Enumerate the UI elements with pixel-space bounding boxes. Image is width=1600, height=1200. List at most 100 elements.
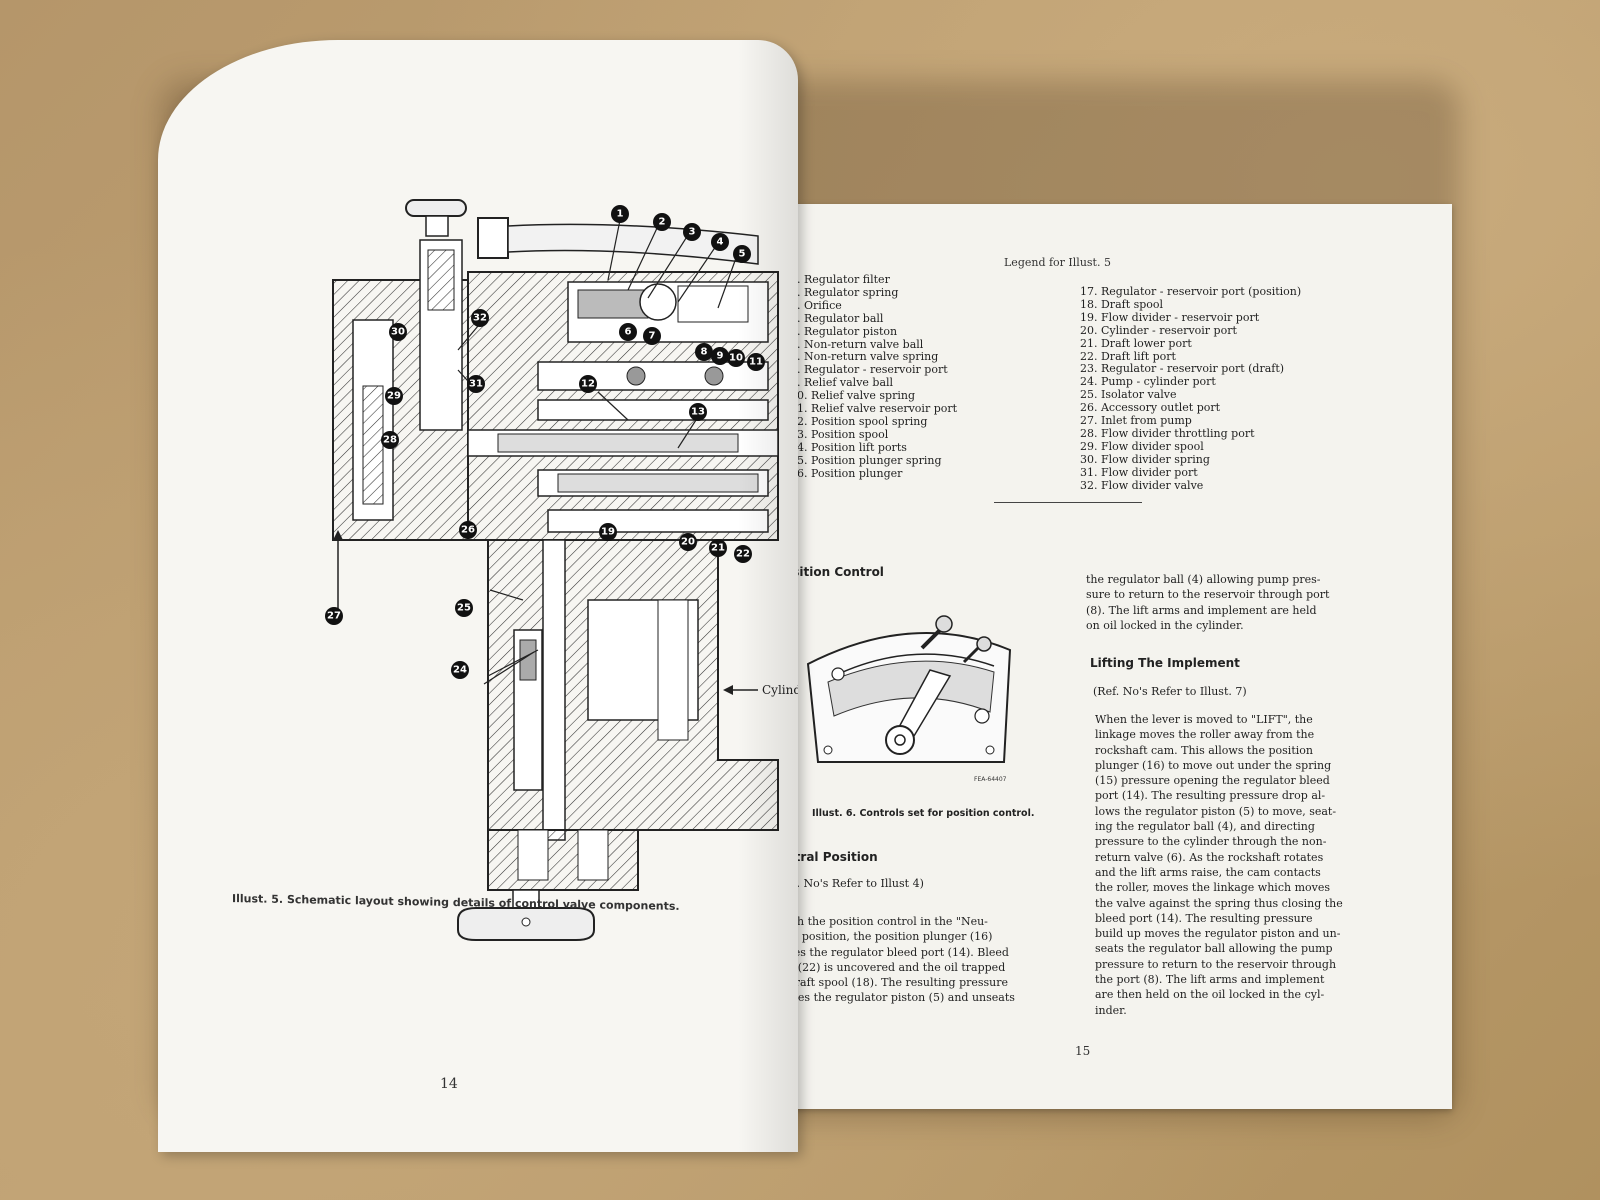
paragraph-line: the port (8). The lift arms and implemen… <box>1095 973 1325 987</box>
svg-text:26: 26 <box>461 525 475 536</box>
svg-text:7: 7 <box>649 331 656 342</box>
legend-item: 6. Non-return valve ball <box>790 337 924 351</box>
callout-8: 8 <box>695 343 713 361</box>
callout-10: 10 <box>727 349 745 367</box>
callout-20: 20 <box>679 533 697 551</box>
legend-item: 23. Regulator - reservoir port (draft) <box>1080 362 1285 376</box>
callout-25: 25 <box>455 599 473 617</box>
paragraph-line: When the lever is moved to "LIFT", the <box>1095 713 1313 726</box>
lifting-ref: (Ref. No's Refer to Illust. 7) <box>1093 685 1247 698</box>
paragraph-line: on oil locked in the cylinder. <box>1086 618 1244 632</box>
paragraph-line: noves the regulator piston (5) and unsea… <box>778 991 1015 1005</box>
paragraph-line: pressure to return to the reservoir thro… <box>1095 957 1337 971</box>
right-column-top-paragraph: the regulator ball (4) allowing pump pre… <box>1086 572 1329 633</box>
svg-text:2: 2 <box>659 217 666 228</box>
svg-text:24: 24 <box>453 665 467 676</box>
figure-code: FEA-64407 <box>974 776 1007 783</box>
paragraph-line: build up moves the regulator piston and … <box>1095 927 1341 941</box>
legend-item: 9. Relief valve ball <box>790 376 894 390</box>
svg-text:6: 6 <box>625 327 632 338</box>
callout-7: 7 <box>643 327 661 345</box>
legend-item: 10. Relief valve spring <box>790 389 915 403</box>
svg-text:31: 31 <box>469 379 483 390</box>
paragraph-line: the regulator ball (4) allowing pump pre… <box>1086 573 1321 586</box>
legend-item: 28. Flow divider throttling port <box>1080 426 1255 440</box>
lifting-implement-heading: Lifting The Implement <box>1090 656 1240 670</box>
paragraph-line: port (14). The resulting pressure drop a… <box>1095 789 1326 803</box>
svg-text:22: 22 <box>736 549 750 560</box>
svg-text:25: 25 <box>457 603 471 614</box>
legend-item: 22. Draft lift port <box>1080 349 1176 363</box>
callout-2: 2 <box>653 213 671 231</box>
legend-right-column: 17. Regulator - reservoir port (position… <box>1080 285 1301 493</box>
callout-19: 19 <box>599 523 617 541</box>
svg-text:28: 28 <box>383 435 397 446</box>
callout-5: 5 <box>733 245 751 263</box>
paragraph-line: ral" position, the position plunger (16) <box>778 930 993 944</box>
legend-item: 26. Accessory outlet port <box>1080 401 1221 415</box>
callout-12: 12 <box>579 375 597 393</box>
legend-item: 21. Draft lower port <box>1080 336 1192 350</box>
svg-text:32: 32 <box>473 313 487 324</box>
paragraph-line: inder. <box>1095 1003 1127 1017</box>
svg-text:3: 3 <box>689 227 696 238</box>
legend-item: 31. Flow divider port <box>1080 465 1198 479</box>
left-page: Cylinder 1234567891011121319202122242526… <box>158 40 798 1152</box>
paragraph-line: the roller, moves the linkage which move… <box>1095 881 1330 895</box>
legend-item: 2. Regulator spring <box>790 285 899 299</box>
paragraph-line: linkage moves the roller away from the <box>1095 728 1315 742</box>
callout-30: 30 <box>389 323 407 341</box>
legend-item: 1. Regulator filter <box>790 273 890 286</box>
controls-illustration <box>806 615 1012 763</box>
legend-item: 7. Non-return valve spring <box>790 350 939 364</box>
paragraph-line: ing the regulator ball (4), and directin… <box>1095 820 1315 834</box>
callout-11: 11 <box>747 353 765 371</box>
callout-6: 6 <box>619 323 637 341</box>
page-number-left: 14 <box>440 1076 458 1092</box>
legend-item: 24. Pump - cylinder port <box>1080 375 1216 389</box>
neutral-paragraph: With the position control in the "Neu-ra… <box>778 914 1015 1006</box>
svg-text:5: 5 <box>739 249 746 260</box>
legend-item: 32. Flow divider valve <box>1080 478 1204 492</box>
svg-text:30: 30 <box>391 327 405 338</box>
legend-title: Legend for Illust. 5 <box>1004 256 1111 269</box>
legend-item: 15. Position plunger spring <box>790 453 942 467</box>
paragraph-line: are then held on the oil locked in the c… <box>1095 988 1325 1002</box>
svg-text:27: 27 <box>327 611 341 622</box>
page-number-right: 15 <box>1075 1044 1091 1058</box>
legend-item: 12. Position spool spring <box>790 414 928 428</box>
svg-text:13: 13 <box>691 407 705 418</box>
svg-text:4: 4 <box>717 237 724 248</box>
cylinder-label: Cylinder <box>762 683 798 697</box>
svg-text:12: 12 <box>581 379 595 390</box>
callout-29: 29 <box>385 387 403 405</box>
paragraph-line: pressure to the cylinder through the non… <box>1095 835 1327 849</box>
callout-26: 26 <box>459 521 477 539</box>
paragraph-line: lows the regulator piston (5) to move, s… <box>1095 804 1337 818</box>
legend-item: 25. Isolator valve <box>1080 388 1177 402</box>
neutral-ref: Ref. No's Refer to Illust 4) <box>778 877 924 890</box>
callout-28: 28 <box>381 431 399 449</box>
callout-9: 9 <box>711 347 729 365</box>
legend-item: 27. Inlet from pump <box>1080 414 1192 428</box>
paragraph-line: y draft spool (18). The resulting pressu… <box>778 976 1009 990</box>
svg-text:1: 1 <box>617 209 624 220</box>
paragraph-line: plunger (16) to move out under the sprin… <box>1095 758 1332 772</box>
paragraph-line: seats the regulator ball allowing the pu… <box>1095 942 1333 956</box>
paragraph-line: sure to return to the reservoir through … <box>1086 588 1330 602</box>
callout-22: 22 <box>734 545 752 563</box>
legend-item: 16. Position plunger <box>790 466 903 480</box>
svg-text:8: 8 <box>701 347 708 358</box>
paragraph-line: the valve against the spring thus closin… <box>1095 896 1343 910</box>
svg-text:20: 20 <box>681 537 695 548</box>
svg-text:29: 29 <box>387 391 401 402</box>
paragraph-line: (15) pressure opening the regulator blee… <box>1095 774 1330 788</box>
legend-item: 11. Relief valve reservoir port <box>790 402 958 416</box>
legend-item: 4. Regulator ball <box>790 311 884 325</box>
callout-3: 3 <box>683 223 701 241</box>
legend-item: 14. Position lift ports <box>790 440 907 454</box>
illust-6-caption: Illust. 6. Controls set for position con… <box>812 808 1035 819</box>
legend-item: 3. Orifice <box>790 298 842 312</box>
paragraph-line: bleed port (14). The resulting pressure <box>1095 911 1313 925</box>
paragraph-line: ort (22) is uncovered and the oil trappe… <box>778 960 1006 974</box>
